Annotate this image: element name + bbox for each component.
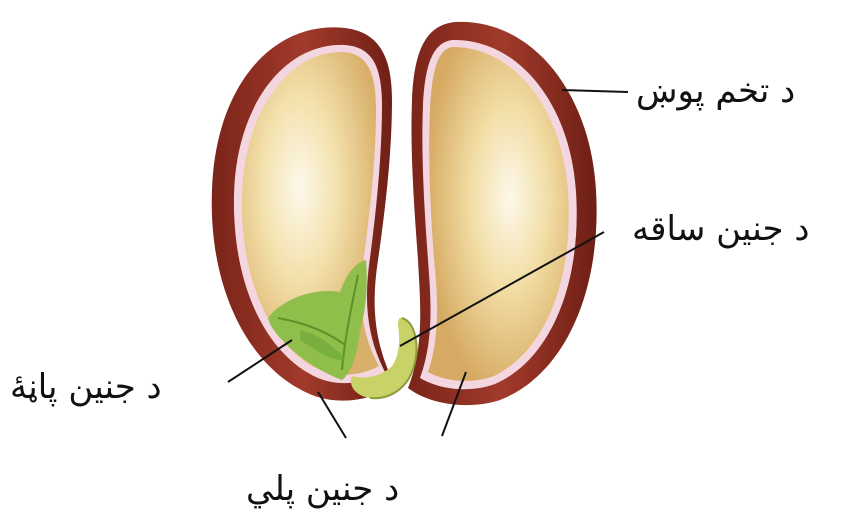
embryo-leaf-label: د جنین پاڼهٔ <box>10 370 162 404</box>
embryo-cotyledons-label: د جنین پلي <box>246 472 399 506</box>
embryo-stem-label: د جنین ساقه <box>632 212 810 246</box>
leader-seed-coat <box>562 90 628 92</box>
seed-coat-label: د تخم پوښ <box>636 74 795 108</box>
